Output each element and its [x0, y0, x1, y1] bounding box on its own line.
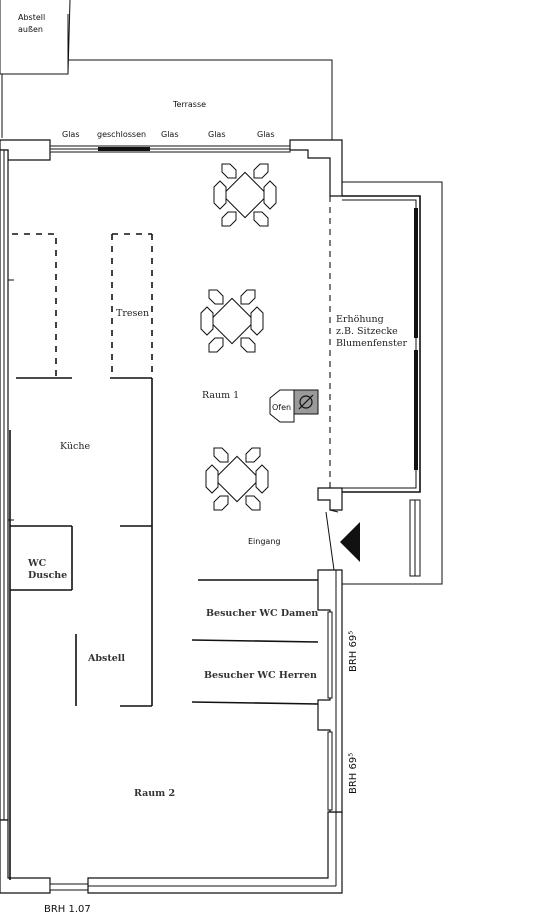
- terrace: Terrasse: [1, 59, 333, 140]
- table-group-3: [205, 447, 269, 511]
- outdoor-storage-label-2: außen: [18, 25, 43, 34]
- glazing-labels: Glas geschlossen Glas Glas Glas: [62, 130, 275, 139]
- room1-label: Raum 1: [202, 390, 239, 401]
- glass-label-4: Glas: [257, 130, 275, 139]
- kitchen-label: Küche: [60, 441, 90, 452]
- closed-label: geschlossen: [97, 130, 146, 139]
- room-labels: Raum 1 Küche WC Dusche Besucher WC Damen…: [27, 390, 318, 799]
- entrance-label: Eingang: [248, 537, 280, 546]
- counter-area: Tresen: [12, 233, 153, 378]
- visitor-wc-men-label: Besucher WC Herren: [204, 670, 317, 681]
- glass-label-1: Glas: [62, 130, 80, 139]
- outdoor-storage: Abstell außen: [0, 0, 71, 75]
- outer-walls: [0, 139, 343, 894]
- counter-label: Tresen: [116, 308, 149, 319]
- stove-label: Ofen: [272, 403, 291, 412]
- wc-label-2: Dusche: [28, 570, 67, 581]
- stove-icon: Ofen: [269, 389, 319, 423]
- glass-label-2: Glas: [161, 130, 179, 139]
- table-group-1: [213, 163, 277, 227]
- glass-label-3: Glas: [208, 130, 226, 139]
- sill-height-annotations: BRH 69⁵ BRH 69⁵ BRH 1.07: [44, 631, 359, 915]
- table-group-2: [200, 289, 264, 353]
- interior-walls: [9, 377, 319, 880]
- raised-area-label-1: Erhöhung: [336, 314, 384, 325]
- raised-area-label-2: z.B. Sitzecke: [336, 326, 398, 337]
- sill-height-label-3: BRH 1.07: [44, 904, 91, 915]
- bay-extension: Erhöhung z.B. Sitzecke Blumenfenster: [329, 181, 443, 585]
- raised-area-label-3: Blumenfenster: [336, 338, 407, 349]
- visitor-wc-women-label: Besucher WC Damen: [206, 608, 318, 619]
- entrance-arrow-icon: [340, 522, 360, 562]
- sill-height-label-1: BRH 69⁵: [348, 631, 359, 672]
- sill-height-label-2: BRH 69⁵: [348, 753, 359, 794]
- wc-label-1: WC: [27, 558, 47, 569]
- entrance: Eingang: [248, 509, 360, 571]
- outdoor-storage-label-1: Abstell: [18, 13, 45, 22]
- terrace-label: Terrasse: [172, 100, 206, 109]
- room2-label: Raum 2: [134, 788, 175, 799]
- storage-label: Abstell: [87, 653, 125, 664]
